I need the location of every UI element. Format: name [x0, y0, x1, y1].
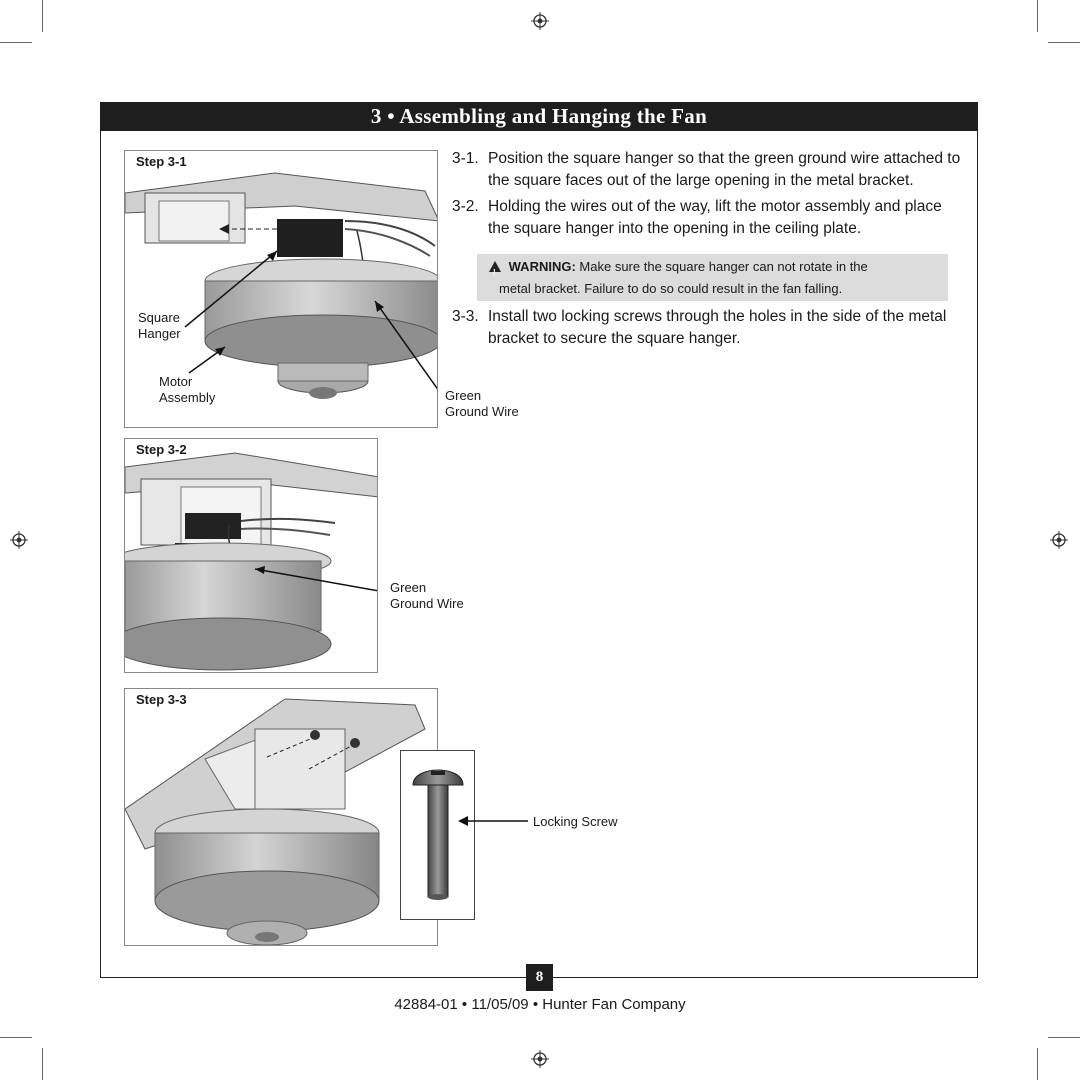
crop-mark: [1048, 1037, 1080, 1038]
warning-text: metal bracket. Failure to do so could re…: [499, 281, 843, 296]
warning-text: Make sure the square hanger can not rota…: [579, 259, 868, 274]
locking-screw-label: Locking Screw: [533, 814, 618, 829]
locking-screw-figure: [400, 750, 475, 920]
registration-mark-icon: [10, 531, 28, 549]
crop-mark: [0, 1037, 32, 1038]
step-text: Position the square hanger so that the g…: [488, 150, 961, 189]
step-label: Step 3-2: [136, 442, 187, 457]
locking-screws-illustration: [125, 698, 426, 945]
step-text: Install two locking screws through the h…: [488, 308, 947, 347]
ground-wire-label: Green Ground Wire: [445, 388, 519, 419]
registration-mark-icon: [531, 1050, 549, 1068]
instruction-3-3: 3-3. Install two locking screws through …: [452, 306, 967, 350]
footer: 42884-01 • 11/05/09 • Hunter Fan Company: [394, 996, 686, 1013]
warning-icon: [489, 261, 501, 284]
step-number: 3-3.: [452, 308, 479, 325]
warning-heading: WARNING:: [508, 259, 576, 274]
crop-mark: [1037, 0, 1038, 32]
step-3-3-figure: Step 3-3: [124, 688, 438, 946]
crop-mark: [42, 1048, 43, 1080]
callout-arrow-icon: [458, 816, 528, 826]
screw-icon: [412, 769, 464, 900]
company-name: Hunter Fan Company: [542, 996, 686, 1013]
step-number: 3-2.: [452, 198, 479, 215]
crop-mark: [42, 0, 43, 32]
step-text: Holding the wires out of the way, lift t…: [488, 198, 942, 237]
hanger-in-bracket-illustration: [125, 452, 377, 671]
registration-mark-icon: [1050, 531, 1068, 549]
step-label: Step 3-1: [136, 154, 187, 169]
ground-wire-label: Green Ground Wire: [390, 580, 464, 611]
crop-mark: [1048, 42, 1080, 43]
doc-date: 11/05/09: [471, 996, 529, 1013]
warning-box: WARNING: Make sure the square hanger can…: [477, 254, 948, 301]
doc-number: 42884-01: [394, 996, 458, 1013]
step-label: Step 3-3: [136, 692, 187, 707]
instruction-3-2: 3-2. Holding the wires out of the way, l…: [452, 196, 967, 240]
crop-mark: [0, 42, 32, 43]
motor-assembly-label: Motor Assembly: [159, 374, 216, 405]
motor-assembly-illustration: [125, 172, 437, 399]
section-title: 3 • Assembling and Hanging the Fan: [100, 102, 978, 131]
step-3-1-figure: Step 3-1 Square Hanger Motor Assembly: [124, 150, 438, 428]
step-3-2-figure: Step 3-2: [124, 438, 378, 673]
crop-mark: [1037, 1048, 1038, 1080]
registration-mark-icon: [531, 12, 549, 30]
page-number: 8: [526, 964, 553, 991]
instruction-3-1: 3-1. Position the square hanger so that …: [452, 148, 967, 192]
step-number: 3-1.: [452, 150, 479, 167]
square-hanger-label: Square Hanger: [138, 310, 181, 341]
